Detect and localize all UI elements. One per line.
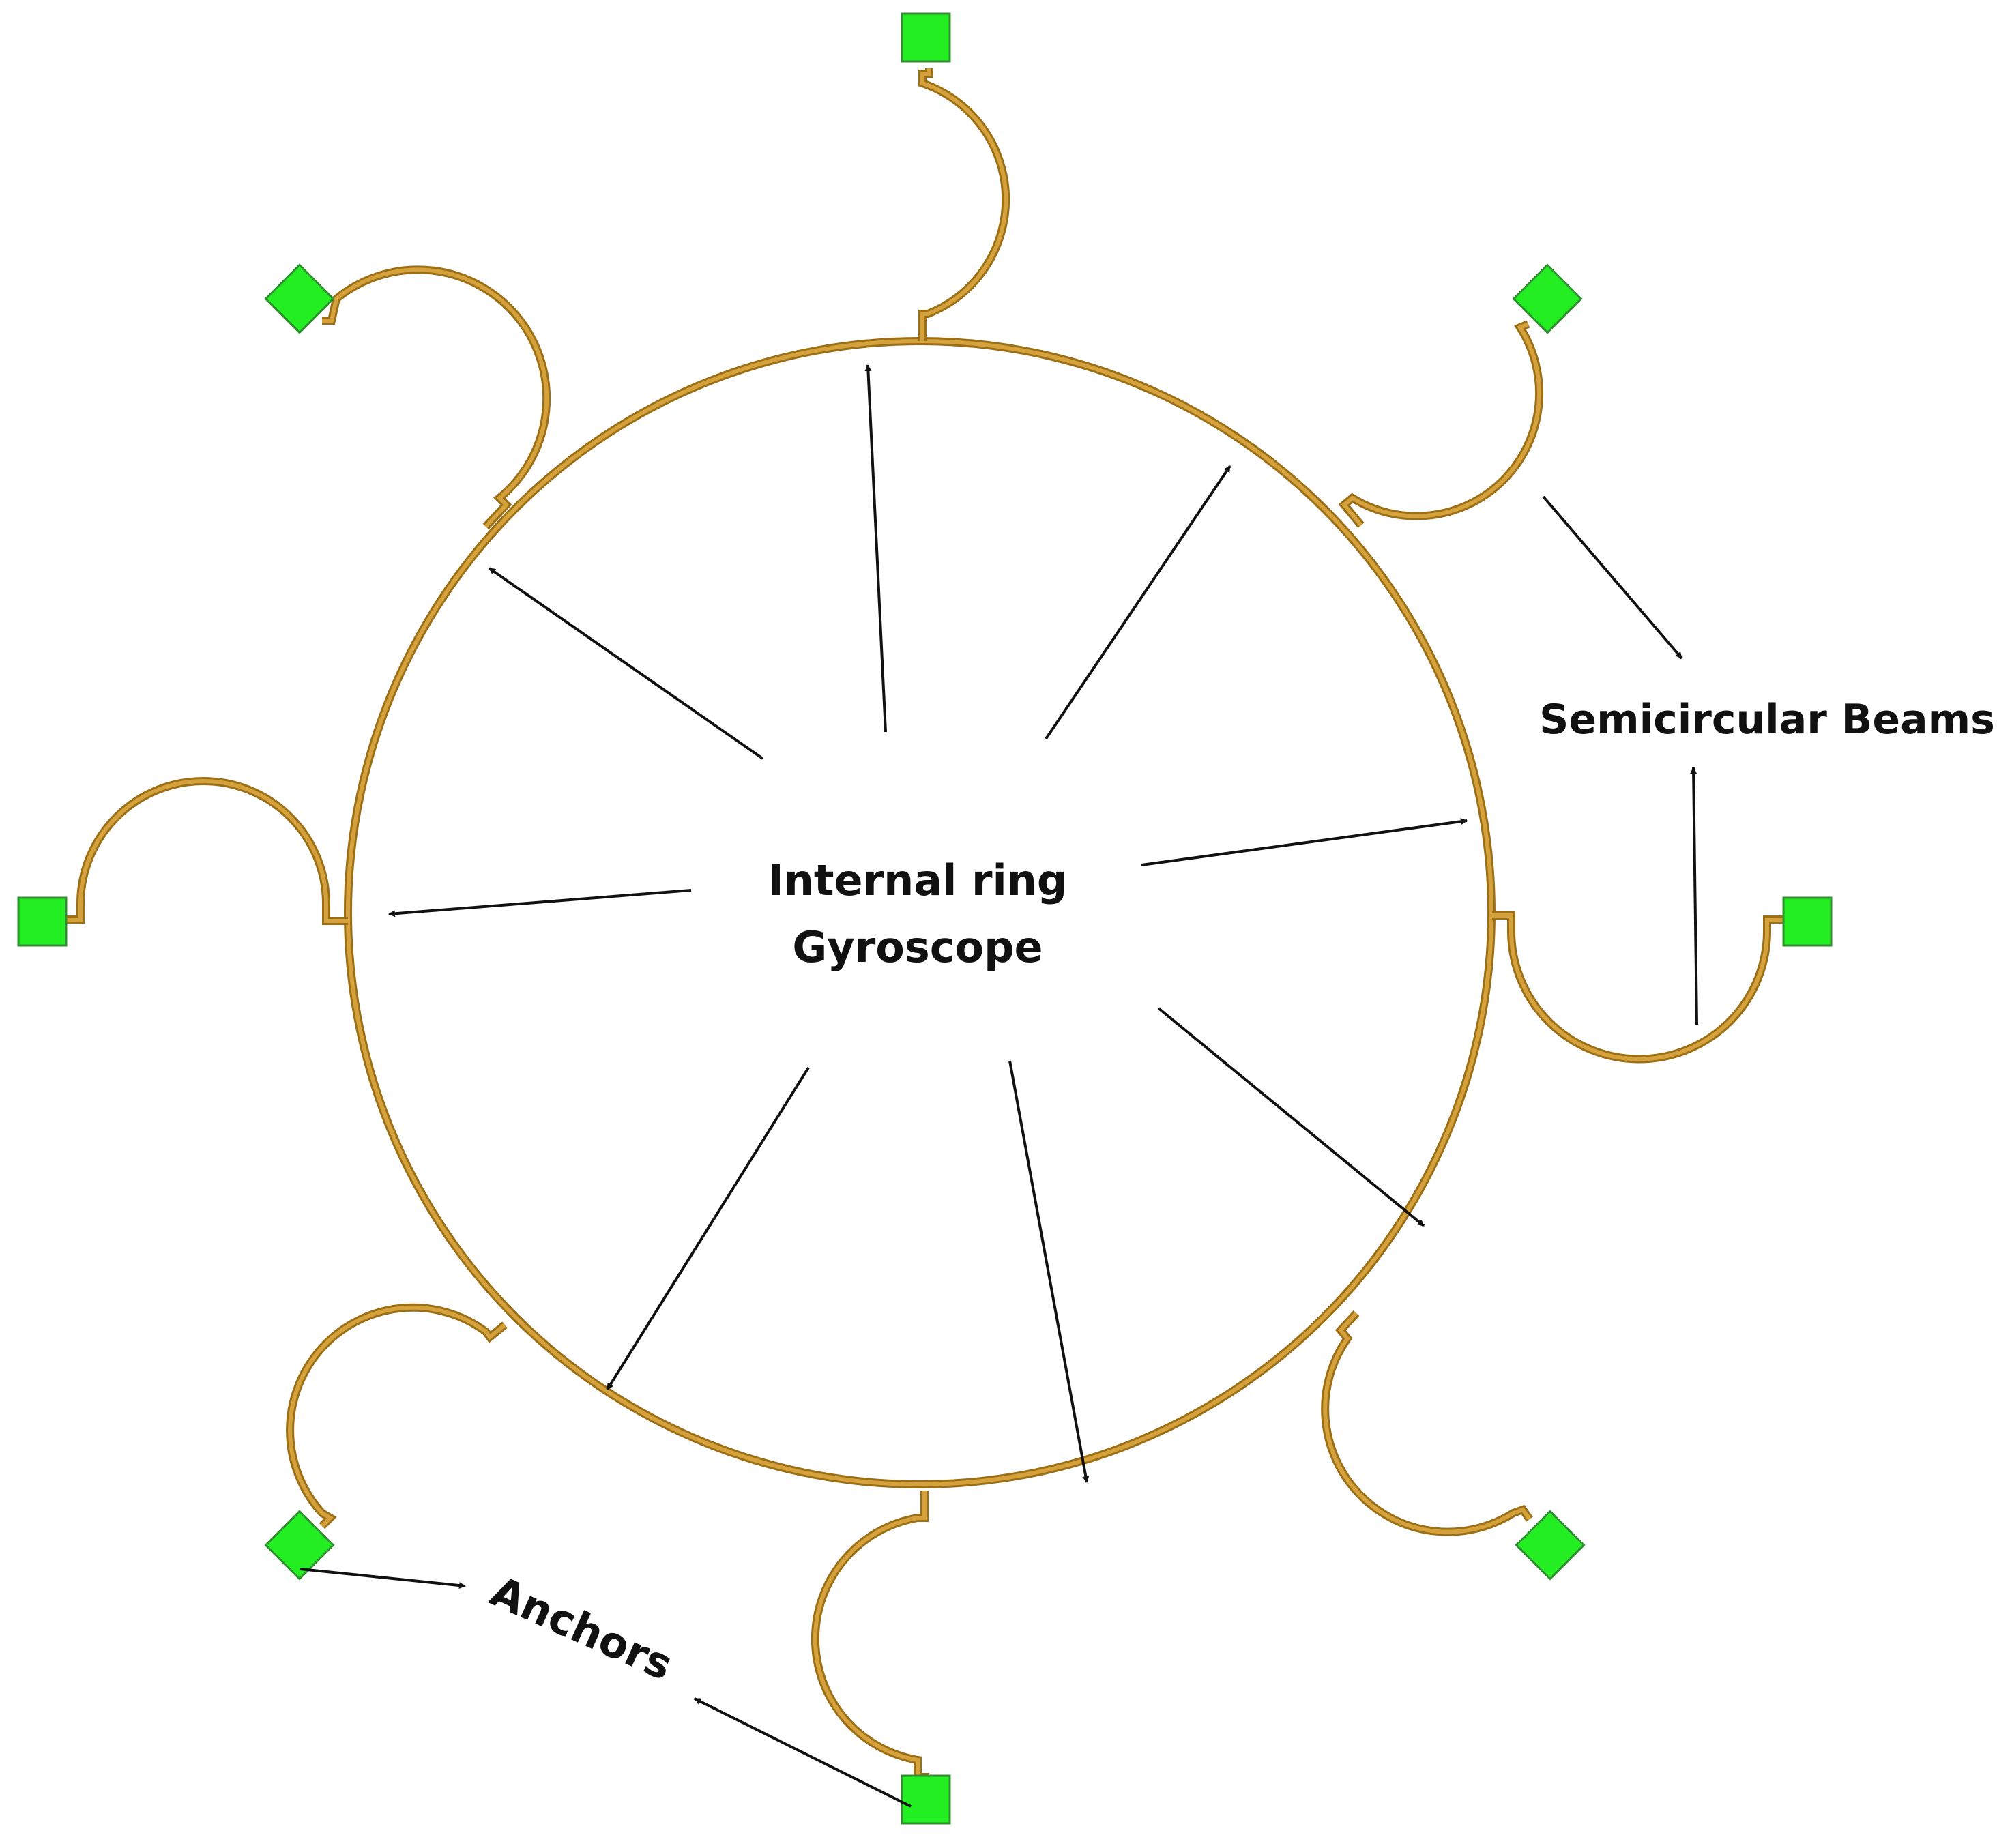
anchor-bottom bbox=[901, 1774, 951, 1825]
arrow-anchor-bottom-left bbox=[300, 1568, 466, 1589]
center-label-line1: Internal ring bbox=[768, 855, 1068, 905]
anchor-bottom-left bbox=[264, 1510, 335, 1581]
beam-top bbox=[918, 68, 1010, 341]
beam-bottom-left bbox=[286, 1303, 508, 1529]
beam-right bbox=[1492, 911, 1784, 1064]
beam-top-left bbox=[322, 265, 551, 530]
label-pointers bbox=[300, 495, 1698, 1808]
arrow-beam-top-right bbox=[1542, 495, 1683, 660]
anchor-top-right bbox=[1512, 263, 1583, 334]
arrow-ring-right bbox=[1141, 818, 1468, 866]
arrow-ring-bottom-left bbox=[606, 1066, 810, 1391]
arrow-beam-right bbox=[1690, 767, 1698, 1025]
arrow-ring-bottom bbox=[1008, 1060, 1090, 1483]
semicircular-beams-label: Semicircular Beams bbox=[1539, 696, 1995, 744]
anchor-left bbox=[17, 896, 68, 947]
anchor-top-left bbox=[264, 263, 335, 334]
arrow-ring-top bbox=[864, 364, 887, 733]
anchors-label: Anchors bbox=[483, 1566, 680, 1690]
beam-left bbox=[65, 777, 348, 925]
arrow-ring-bottom-right bbox=[1157, 1007, 1425, 1227]
arrow-ring-left bbox=[388, 889, 692, 918]
center-label-line2: Gyroscope bbox=[792, 922, 1043, 972]
semicircular-beams bbox=[65, 68, 1784, 1781]
anchors bbox=[17, 12, 1833, 1825]
ring-arrows bbox=[388, 364, 1468, 1483]
anchor-top bbox=[901, 12, 951, 63]
anchor-right bbox=[1782, 896, 1833, 947]
anchor-bottom-right bbox=[1515, 1510, 1586, 1581]
internal-ring bbox=[344, 337, 1496, 1488]
arrow-anchor-bottom bbox=[694, 1697, 912, 1808]
beam-bottom bbox=[811, 1491, 929, 1781]
beam-bottom-right bbox=[1321, 1310, 1533, 1536]
arrow-ring-top-left bbox=[488, 567, 764, 760]
beam-top-right bbox=[1338, 320, 1544, 528]
arrow-ring-top-right bbox=[1045, 465, 1231, 740]
